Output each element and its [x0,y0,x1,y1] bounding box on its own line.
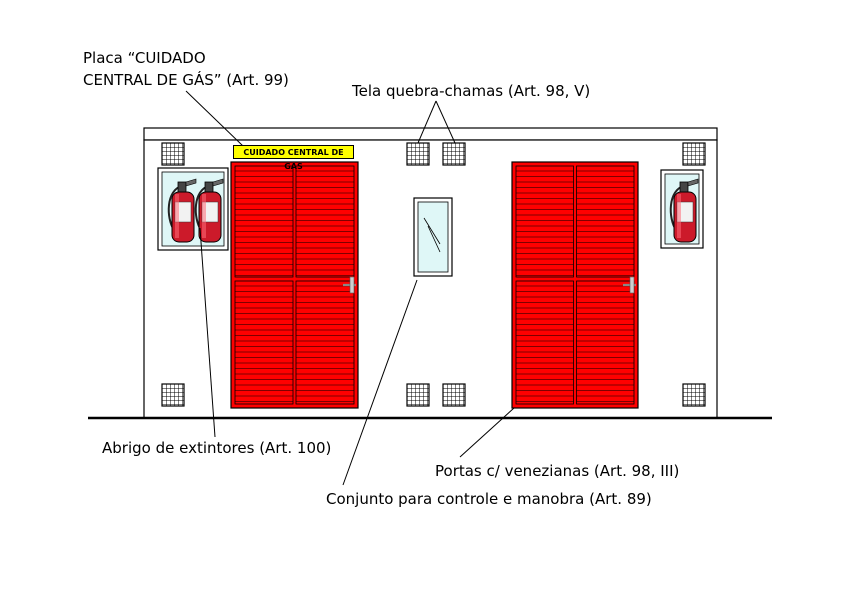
vent-grille-icon [161,383,185,407]
vent-grille-icon [682,383,706,407]
warning-sign-cuidado-central-de-gas: CUIDADO CENTRAL DE GÁS [233,145,354,171]
extinguisher-cabinet-left [157,167,229,251]
vent-grille-icon [682,142,706,166]
label-tela-quebra-chamas: Tela quebra-chamas (Art. 98, V) [352,82,591,100]
louvered-door-right [511,161,639,409]
louvered-door-left [230,161,359,409]
control-panel-window [413,197,453,277]
vent-grille-icon [406,142,430,166]
label-portas-venezianas: Portas c/ venezianas (Art. 98, III) [435,462,680,480]
vent-grille-icon [161,142,185,166]
door-handle-icon [343,276,356,294]
vent-grille-icon [442,142,466,166]
vent-grille-icon [442,383,466,407]
leader-lines [185,90,515,486]
label-abrigo-extintores: Abrigo de extintores (Art. 100) [102,439,332,457]
label-conjunto-controle: Conjunto para controle e manobra (Art. 8… [326,490,652,508]
vent-grille-icon [406,383,430,407]
label-placa-line2: CENTRAL DE GÁS” (Art. 99) [83,71,289,89]
extinguisher-cabinet-right [660,169,704,249]
label-placa-line1: Placa “CUIDADO [83,49,206,67]
door-handle-icon [623,276,636,294]
